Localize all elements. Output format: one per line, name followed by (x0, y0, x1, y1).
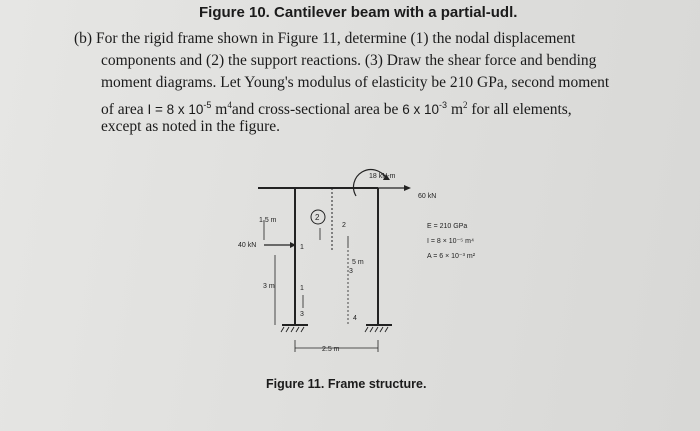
node-1-label: 1 (300, 244, 304, 251)
inertia-unit: m (211, 101, 228, 119)
dim-left-height: 3 m (263, 283, 275, 290)
circled-element-marker (310, 209, 326, 225)
left-load-arrowhead (290, 242, 296, 248)
moment-label: 18 kN-m (369, 173, 396, 180)
problem-line-5: except as noted in the figure. (101, 118, 281, 135)
problem-line-2: components and (2) the support reactions… (101, 52, 597, 69)
node-3-label: 3 (300, 311, 304, 318)
inertia-unit-exp: 4 (227, 100, 232, 110)
moment-arc (352, 168, 387, 197)
prop-A: A = 6 × 10⁻³ m² (427, 253, 476, 260)
area-value: 6 x 10 (402, 102, 440, 118)
element-2-label: 2 (342, 222, 346, 229)
element-3-label: 3 (349, 268, 353, 275)
problem-line-3: moment diagrams. Let Young's modulus of … (101, 74, 610, 91)
element-1-label: 1 (300, 285, 304, 292)
horizontal-load-label: 60 kN (418, 193, 436, 200)
area-lead-text: of area (101, 101, 148, 119)
horizontal-load-arrowhead (404, 185, 411, 191)
circled-element-label: 2 (315, 213, 320, 222)
prop-E: E = 210 GPa (427, 223, 467, 230)
figure-10-heading: Figure 10. Cantilever beam with a partia… (199, 4, 518, 21)
node-4-label: 4 (353, 315, 357, 322)
problem-line-1: (b) For the rigid frame shown in Figure … (74, 30, 576, 47)
right-support-hatch (364, 326, 389, 333)
left-support-hatch (280, 326, 305, 333)
moment-arrowhead (383, 174, 390, 180)
area-unit: m (447, 101, 463, 119)
dim-left-span: 1.5 m (259, 217, 277, 224)
left-load-label: 40 kN (238, 242, 256, 249)
all-elements-text: for all elements, (467, 101, 572, 119)
dim-bottom-label: 2.5 m (322, 346, 340, 353)
area-exponent: -3 (439, 100, 448, 110)
problem-line-4: of area I = 8 x 10-5 m4and cross-section… (101, 94, 572, 121)
prop-I: I = 8 × 10⁻⁵ m⁴ (427, 238, 474, 245)
figure-11-caption: Figure 11. Frame structure. (266, 377, 427, 391)
inertia-value: I = 8 x 10 (147, 102, 204, 118)
area-unit-exp: 2 (463, 100, 468, 110)
inertia-exponent: -5 (203, 100, 212, 110)
area-text: and cross-sectional area be (231, 101, 403, 119)
dim-right-height: 5 m (352, 259, 364, 266)
